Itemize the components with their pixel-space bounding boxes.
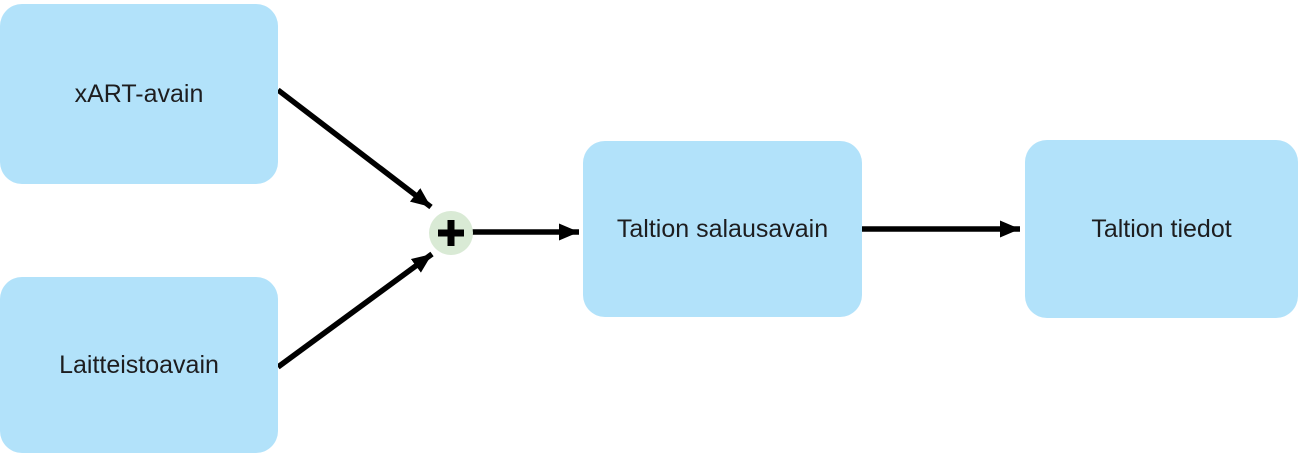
node-hardware-key-label: Laitteistoavain (59, 350, 219, 379)
edge-hardware-key-to-combiner (276, 251, 434, 370)
node-xart-key-label: xART-avain (74, 79, 204, 108)
node-volume-encryption-key: Taltion salausavain (583, 141, 862, 317)
edge-xart-key-to-combiner (276, 87, 433, 210)
node-xart-key: xART-avain (0, 4, 278, 184)
node-hardware-key: Laitteistoavain (0, 277, 278, 453)
node-volume-data: Taltion tiedot (1025, 140, 1298, 318)
node-volume-encryption-key-label: Taltion salausavain (616, 214, 829, 243)
plus-icon (438, 220, 464, 246)
node-volume-data-label: Taltion tiedot (1091, 214, 1232, 243)
combiner-node (429, 211, 473, 255)
